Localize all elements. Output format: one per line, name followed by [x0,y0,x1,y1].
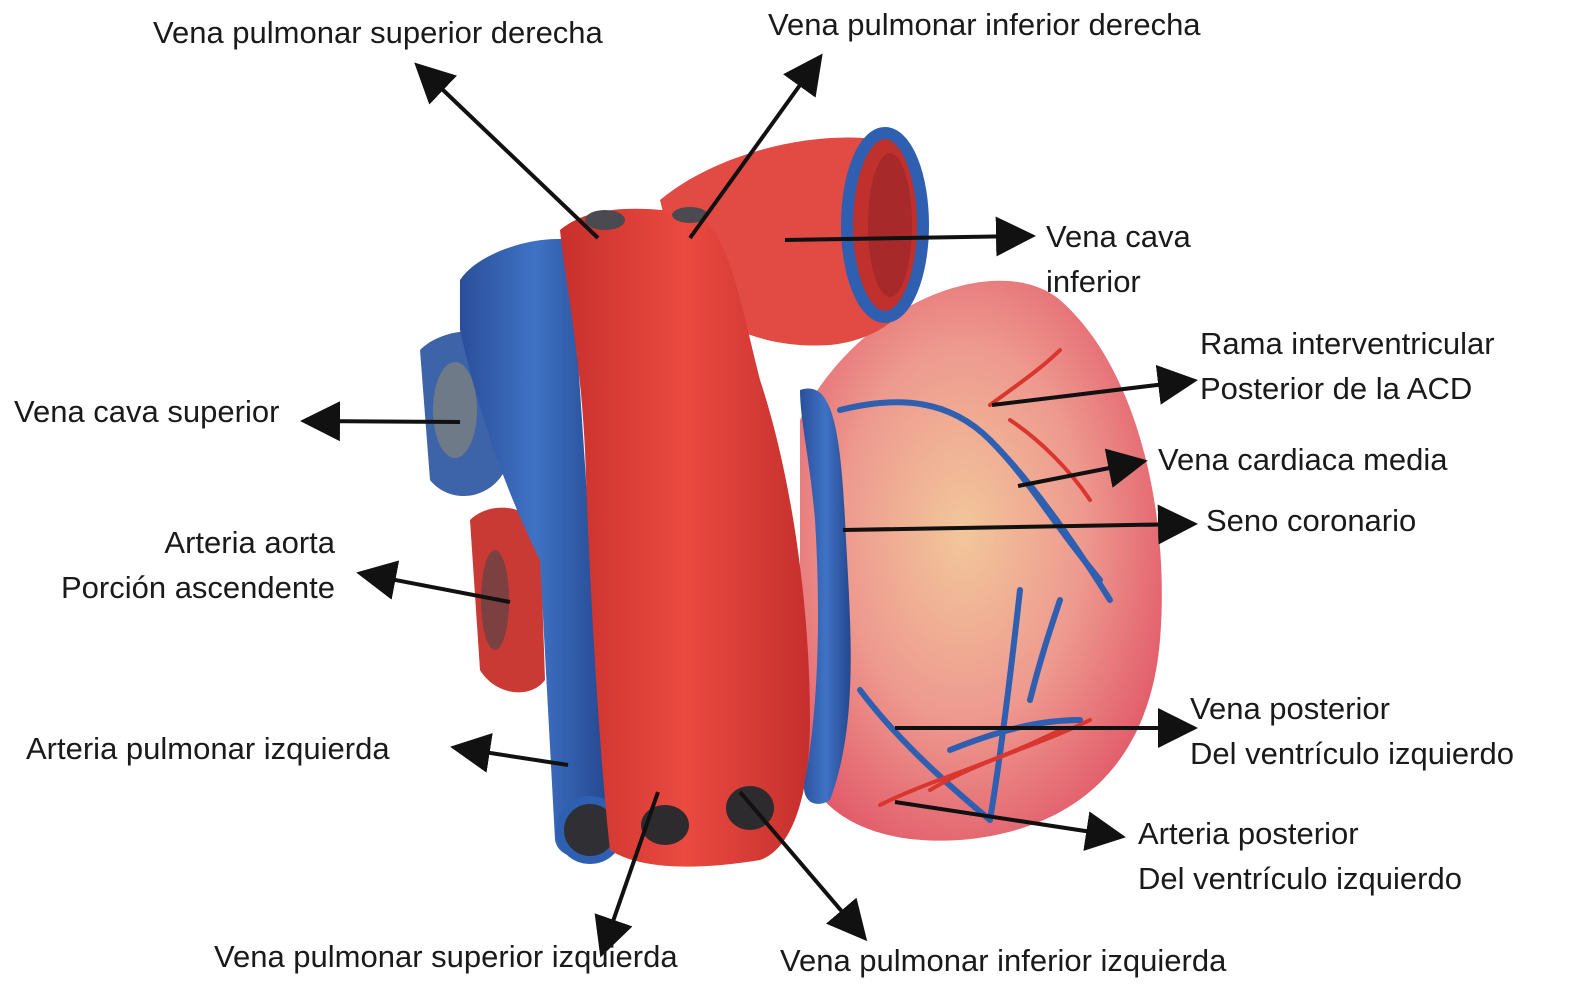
label-arteria-aorta-line2: Porción ascendente [30,565,335,610]
label-arteria-pulmonar-izq: Arteria pulmonar izquierda [26,726,390,771]
label-rama-interventricular-line1: Rama interventricular [1200,321,1495,366]
label-vena-cardiaca-media: Vena cardiaca media [1158,437,1448,482]
label-vp-sup-izq: Vena pulmonar superior izquierda [214,934,678,979]
label-vp-inf-der: Vena pulmonar inferior derecha [768,2,1201,47]
label-vena-posterior-vi: Vena posterior Del ventrículo izquierdo [1190,686,1514,776]
label-vp-inf-izq: Vena pulmonar inferior izquierda [780,938,1226,983]
arrow-vp-sup-der [420,68,598,238]
label-vena-posterior-vi-line1: Vena posterior [1190,686,1514,731]
label-rama-interventricular: Rama interventricular Posterior de la AC… [1200,321,1495,411]
label-rama-interventricular-line2: Posterior de la ACD [1200,366,1495,411]
ventricles [800,281,1162,841]
label-arteria-aorta-line1: Arteria aorta [30,520,335,565]
label-seno-coronario: Seno coronario [1206,498,1416,543]
arrow-vena-cava-sup [308,421,460,422]
label-vena-cava-inf-line2: inferior [1046,259,1191,304]
label-vp-sup-der: Vena pulmonar superior derecha [153,10,603,55]
label-arteria-posterior-vi: Arteria posterior Del ventrículo izquier… [1138,811,1462,901]
label-arteria-posterior-vi-line2: Del ventrículo izquierdo [1138,856,1462,901]
label-vena-cava-inf-line1: Vena cava [1046,214,1191,259]
label-vena-posterior-vi-line2: Del ventrículo izquierdo [1190,731,1514,776]
label-arteria-posterior-vi-line1: Arteria posterior [1138,811,1462,856]
label-vena-cava-sup: Vena cava superior [14,389,279,434]
label-vena-cava-inf: Vena cava inferior [1046,214,1191,304]
label-arteria-aorta: Arteria aorta Porción ascendente [30,520,335,610]
